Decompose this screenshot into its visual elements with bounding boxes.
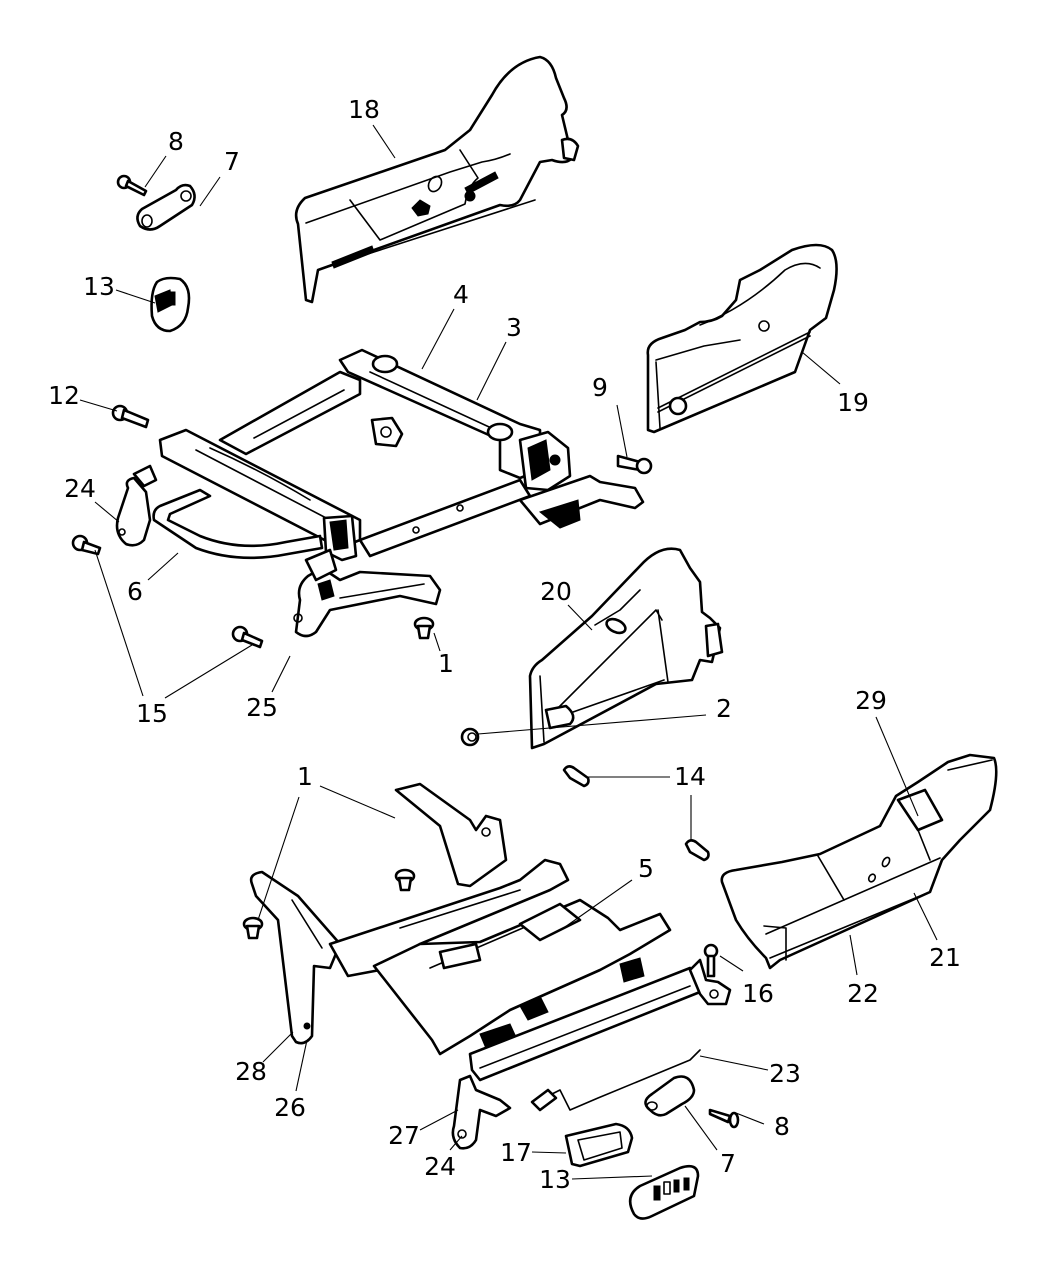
leader-25 bbox=[271, 655, 291, 693]
callout-9: 9 bbox=[592, 373, 608, 402]
part-20-inboard-shield bbox=[528, 547, 724, 750]
leader-13a bbox=[115, 289, 156, 304]
leader-15b bbox=[164, 644, 253, 699]
leader-26 bbox=[295, 1039, 308, 1092]
callout-13-lower: 13 bbox=[539, 1165, 571, 1194]
leader-3 bbox=[476, 341, 507, 401]
part-21-22-29-shield bbox=[720, 753, 998, 970]
leader-13b bbox=[571, 1175, 653, 1180]
callout-25: 25 bbox=[246, 693, 278, 722]
callout-24: 24 bbox=[64, 474, 96, 503]
leader-15a bbox=[94, 549, 144, 697]
leader-22 bbox=[849, 934, 858, 976]
leader-1a bbox=[433, 632, 441, 652]
callout-27: 27 bbox=[388, 1121, 420, 1150]
part-8-screw-upper bbox=[116, 174, 148, 197]
part-7-handle-lower bbox=[644, 1075, 696, 1117]
callout-1: 1 bbox=[438, 649, 454, 678]
callout-14: 14 bbox=[674, 762, 706, 791]
leader-2 bbox=[477, 714, 707, 735]
leader-16 bbox=[719, 955, 744, 972]
leader-8a bbox=[144, 155, 167, 188]
leader-19 bbox=[801, 351, 841, 385]
leader-20 bbox=[567, 604, 593, 631]
leader-5 bbox=[564, 879, 633, 928]
callout-21: 21 bbox=[929, 943, 961, 972]
leader-7b bbox=[684, 1105, 718, 1151]
leader-1b-right bbox=[319, 785, 396, 819]
leader-9 bbox=[616, 404, 628, 458]
part-14-pin-lower bbox=[684, 839, 710, 862]
callout-8: 8 bbox=[168, 127, 184, 156]
part-16-screw bbox=[703, 943, 719, 978]
leader-4 bbox=[421, 308, 455, 370]
part-13-switch-bezel-upper bbox=[150, 276, 191, 333]
callout-28: 28 bbox=[235, 1057, 267, 1086]
leader-29 bbox=[875, 716, 919, 817]
part-1-nut-lower-left bbox=[242, 916, 264, 940]
callout-19: 19 bbox=[837, 388, 869, 417]
callout-labels: 8 7 13 18 4 3 19 12 9 24 6 15 25 1 20 2 … bbox=[48, 95, 961, 1194]
part-13-switch-bezel-lower bbox=[628, 1164, 700, 1220]
part-17-bezel bbox=[564, 1122, 634, 1168]
lower-seat-frame bbox=[249, 782, 732, 1150]
leader-lines bbox=[79, 124, 938, 1180]
callout-5: 5 bbox=[638, 854, 654, 883]
leader-1b-left bbox=[257, 796, 300, 921]
leader-23 bbox=[699, 1055, 769, 1071]
upper-seat-frame bbox=[115, 348, 645, 638]
leader-7a bbox=[199, 176, 221, 207]
part-18-outboard-shield bbox=[294, 55, 580, 304]
callout-13: 13 bbox=[83, 272, 115, 301]
part-7-handle-upper bbox=[136, 183, 196, 231]
callout-4: 4 bbox=[453, 280, 469, 309]
part-2-nut bbox=[460, 727, 480, 747]
callout-16: 16 bbox=[742, 979, 774, 1008]
callout-24-lower: 24 bbox=[424, 1152, 456, 1181]
callout-17: 17 bbox=[500, 1138, 532, 1167]
leader-21 bbox=[913, 892, 938, 941]
part-15-bolt-right bbox=[231, 625, 264, 649]
callout-8-lower: 8 bbox=[774, 1112, 790, 1141]
leader-8b bbox=[735, 1112, 765, 1125]
callout-18: 18 bbox=[348, 95, 380, 124]
part-19-shield bbox=[646, 243, 838, 434]
leader-24a bbox=[94, 501, 120, 523]
callout-3: 3 bbox=[506, 313, 522, 342]
leader-28 bbox=[262, 1031, 294, 1063]
leader-27 bbox=[419, 1109, 459, 1131]
callout-22: 22 bbox=[847, 979, 879, 1008]
callout-26: 26 bbox=[274, 1093, 306, 1122]
leader-17 bbox=[531, 1151, 567, 1154]
part-12-bolt bbox=[111, 404, 150, 429]
part-1-nut-upper bbox=[413, 616, 435, 640]
callout-1-lower: 1 bbox=[297, 762, 313, 791]
callout-2: 2 bbox=[716, 694, 732, 723]
leader-24b bbox=[449, 1135, 463, 1151]
callout-20: 20 bbox=[540, 577, 572, 606]
callout-23: 23 bbox=[769, 1059, 801, 1088]
callout-12: 12 bbox=[48, 381, 80, 410]
part-14-pin-upper bbox=[562, 765, 590, 788]
callout-29: 29 bbox=[855, 686, 887, 715]
leader-18 bbox=[372, 124, 396, 159]
callout-7-lower: 7 bbox=[720, 1149, 736, 1178]
leader-12 bbox=[79, 399, 118, 412]
callout-7: 7 bbox=[224, 147, 240, 176]
part-9-bolt bbox=[616, 454, 653, 475]
callout-15: 15 bbox=[136, 699, 168, 728]
part-15-bolt-left bbox=[71, 534, 102, 556]
part-1-nut-lower-right bbox=[394, 868, 416, 892]
part-8-screw-lower bbox=[708, 1108, 740, 1129]
callout-6: 6 bbox=[127, 577, 143, 606]
leader-6 bbox=[147, 552, 179, 581]
